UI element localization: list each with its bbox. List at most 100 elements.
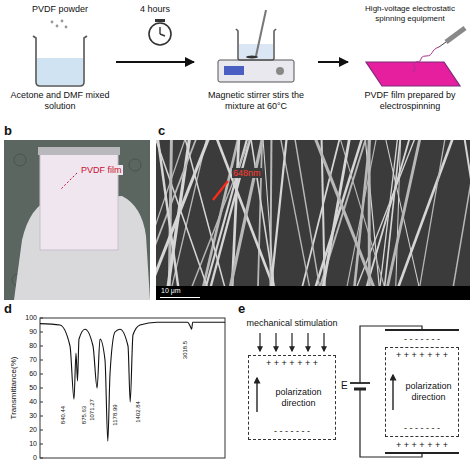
fiber	[191, 140, 251, 286]
film-photo	[4, 140, 150, 300]
measure-line	[213, 181, 228, 200]
powder-dot	[65, 26, 68, 29]
force-arrow	[275, 333, 276, 351]
pvdf-film	[366, 62, 460, 86]
fiber	[156, 140, 185, 286]
axis-tick: 20	[29, 426, 37, 434]
stir-bar	[246, 56, 258, 59]
box-label: polarization direction	[402, 381, 455, 403]
glass-rod	[256, 10, 266, 56]
axis-tick: 70	[29, 356, 37, 364]
tick	[40, 318, 43, 319]
step-label: Acetone and DMF mixed solution	[6, 90, 114, 112]
knob	[276, 67, 284, 75]
fiber	[230, 140, 263, 286]
spectrum	[40, 322, 225, 441]
liquid	[37, 58, 83, 85]
clock-knob	[155, 19, 165, 22]
fiber	[384, 140, 400, 286]
spectrum-line	[40, 322, 225, 441]
powder-dot	[56, 25, 59, 28]
hotplate	[218, 60, 294, 82]
fiber	[453, 140, 470, 286]
axis-tick: 50	[29, 384, 37, 392]
fiber	[185, 140, 226, 286]
panel-letter: b	[4, 124, 12, 139]
foil-strip	[38, 147, 120, 155]
electrode	[385, 329, 459, 331]
edge-label: 4 hours	[140, 4, 170, 14]
fiber	[315, 140, 363, 286]
sem-ground	[156, 140, 470, 286]
peak-label: 840.44	[60, 406, 67, 424]
tick	[40, 388, 43, 389]
polarization-arrow	[256, 378, 257, 412]
scale-bar	[160, 297, 200, 298]
axis-tick: 90	[29, 328, 37, 336]
fiber	[158, 140, 179, 286]
fiber	[210, 140, 251, 286]
tick	[40, 374, 43, 375]
peak-label: 875.63	[81, 406, 88, 424]
peak-label: 3018.5	[182, 341, 189, 359]
powder-dot	[51, 21, 54, 24]
dimension-label: 648nm	[232, 168, 262, 178]
force-arrow	[291, 333, 292, 351]
fiber	[295, 140, 320, 286]
beaker-illustration	[33, 20, 87, 86]
leader-line	[60, 173, 77, 190]
tick	[40, 402, 43, 403]
mat-mark	[14, 154, 26, 166]
process-arrow	[116, 61, 194, 63]
syringe	[446, 28, 465, 42]
tick	[40, 444, 43, 445]
force-arrow	[323, 333, 324, 351]
mat-mark	[129, 159, 141, 171]
tick	[40, 416, 43, 417]
step-caption: High-voltage electrostatic spinning equi…	[350, 4, 470, 112]
axis-tick: 10	[29, 440, 37, 448]
plot-frame	[40, 318, 225, 458]
electrospinning-illustration	[366, 28, 465, 86]
display	[224, 66, 244, 75]
axis-tick: 30	[29, 412, 37, 420]
panel-letter: d	[4, 302, 12, 317]
charge-row: + + + + + + +	[396, 350, 448, 360]
clock-icon	[149, 19, 171, 45]
charge-row: - - - - - - -	[404, 334, 440, 344]
peak-label: 1071.27	[89, 399, 96, 421]
axis-tick: 80	[29, 342, 37, 350]
charge-row: + + + + + + +	[266, 358, 318, 368]
scale-label: 10 μm	[160, 287, 182, 295]
stimulus-label: mechanical stimulation	[246, 318, 337, 328]
step-label: High-voltage electrostatic spinning equi…	[350, 4, 470, 23]
box-label: polarization direction	[265, 387, 332, 409]
step-caption: PVDF powderAcetone and DMF mixed solutio…	[6, 4, 114, 112]
process-arrow	[318, 61, 348, 63]
peak-label: 1402.84	[135, 401, 142, 423]
fibers	[156, 140, 470, 286]
charge-row: - - - - - - -	[404, 423, 440, 433]
battery-plate	[354, 388, 366, 391]
axis-tick: 40	[29, 398, 37, 406]
step-label: Magnetic stirrer stirs the mixture at 60…	[196, 90, 316, 112]
sem-image	[133, 138, 474, 300]
tick	[40, 360, 43, 361]
axis-tick: 60	[29, 370, 37, 378]
clock-hand	[160, 34, 165, 36]
fiber	[419, 140, 445, 286]
step-caption: Magnetic stirrer stirs the mixture at 60…	[196, 4, 316, 112]
axis-tick: 0	[33, 454, 37, 462]
step-label: PVDF powder	[6, 4, 114, 15]
info-bar	[156, 286, 470, 300]
beaker-outline	[33, 36, 87, 86]
fiber	[340, 140, 385, 286]
axis-title: Transmittance(%)	[9, 357, 18, 420]
piezo-illustration	[257, 326, 459, 457]
clock-hand	[159, 27, 160, 34]
tick	[40, 430, 43, 431]
needle	[439, 42, 446, 47]
